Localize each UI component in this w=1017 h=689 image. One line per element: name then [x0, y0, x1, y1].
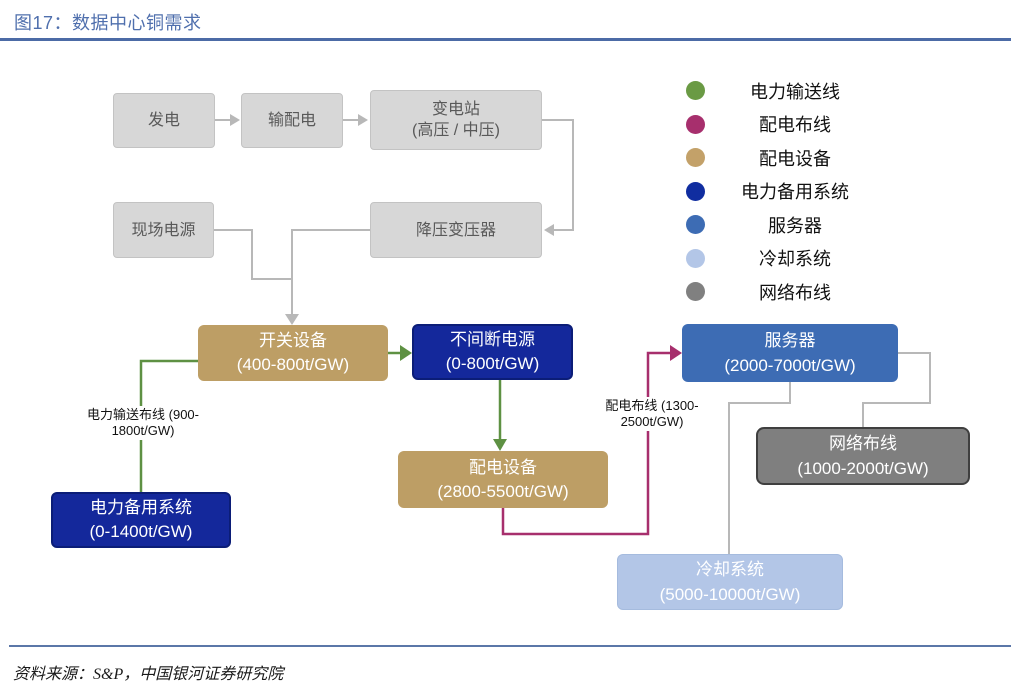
legend-item-power-transmission-line: 电力输送线 [686, 81, 881, 102]
node-network-cabling: 网络布线 (1000-2000t/GW) [756, 427, 970, 485]
node-distribution-equipment-label: 配电设备 [469, 457, 537, 477]
edge-server-to-network [862, 352, 931, 427]
legend-label: 网络布线 [759, 282, 831, 303]
edge-label-power-transmission-wiring-value: (900-1800t/GW) [111, 407, 199, 438]
node-network-cabling-label: 网络布线 [829, 434, 897, 453]
arrowhead-ups [400, 345, 412, 361]
node-transmission: 输配电 [241, 93, 343, 148]
legend-item-distribution-equipment: 配电设备 [686, 148, 881, 169]
node-onsite-power-label: 现场电源 [131, 221, 196, 239]
node-substation-label: 变电站 [431, 101, 480, 118]
legend-label: 配电布线 [759, 115, 831, 135]
edge-label-power-transmission-wiring-name: 电力输送布线 [87, 407, 166, 422]
legend-item-network-cabling: 网络布线 [686, 282, 881, 303]
node-switchgear: 开关设备 (400-800t/GW) [198, 325, 388, 381]
legend-item-backup-power: 电力备用系统 [686, 181, 881, 202]
arrowhead-server [670, 345, 682, 361]
node-stepdown-transformer: 降压变压器 [370, 202, 542, 258]
edge-label-power-transmission-wiring: 电力输送布线 (900-1800t/GW) [76, 406, 210, 440]
edge-label-distribution-wiring: 配电布线 (1300-2500t/GW) [583, 397, 721, 431]
legend-dot-magenta-icon [686, 114, 705, 134]
legend-dot-tan-icon [686, 148, 705, 167]
arrowhead-pdu [493, 439, 507, 451]
node-cooling-system-label: 冷却系统 [696, 560, 764, 579]
node-distribution-equipment-value: (2800-5500t/GW) [437, 481, 569, 501]
edge-switchgear-to-backup [139, 359, 198, 492]
node-generation-label: 发电 [147, 112, 180, 129]
node-switchgear-label: 开关设备 [259, 331, 327, 350]
legend-label: 配电设备 [759, 148, 831, 169]
node-backup-power-value: (0-1400t/GW) [89, 522, 193, 541]
legend-label: 电力输送线 [750, 81, 840, 102]
arrowhead-substation [358, 114, 368, 126]
source-note: 资料来源：S&P，中国银河证券研究院 [13, 666, 284, 683]
node-server-label: 服务器 [764, 331, 816, 350]
header-divider [0, 38, 1011, 41]
node-network-cabling-value: (1000-2000t/GW) [797, 459, 929, 478]
legend-dot-navy-icon [686, 181, 705, 201]
node-backup-power-label: 电力备用系统 [90, 498, 192, 517]
node-stepdown-transformer-label: 降压变压器 [415, 221, 496, 239]
legend-dot-gray-icon [686, 282, 705, 301]
legend: 电力输送线 配电布线 配电设备 电力备用系统 服务器 冷却系统 网络布线 [686, 81, 881, 303]
node-onsite-power: 现场电源 [113, 202, 214, 258]
edge-onsite-to-junction [214, 229, 292, 280]
legend-item-cooling-system: 冷却系统 [686, 248, 881, 269]
edge-substation-to-stepdown [533, 119, 574, 231]
node-generation: 发电 [113, 93, 215, 148]
node-server-value: (2000-7000t/GW) [724, 356, 856, 375]
node-server: 服务器 (2000-7000t/GW) [682, 324, 898, 382]
node-ups-label: 不间断电源 [450, 330, 535, 349]
legend-label: 服务器 [768, 215, 822, 236]
node-ups-value: (0-800t/GW) [445, 354, 540, 373]
edge-label-distribution-wiring-value: (1300-2500t/GW) [620, 398, 699, 429]
legend-dot-blue-icon [686, 215, 705, 234]
node-cooling-system-value: (5000-10000t/GW) [659, 585, 801, 604]
edge-stepdown-to-switchgear [291, 229, 370, 315]
legend-dot-green-icon [686, 81, 705, 100]
arrowhead-switchgear [285, 314, 299, 325]
arrowhead-transmission [230, 114, 240, 126]
edge-label-distribution-wiring-name: 配电布线 [605, 398, 658, 413]
legend-label: 电力备用系统 [741, 182, 849, 202]
legend-label: 冷却系统 [759, 249, 831, 269]
node-distribution-equipment: 配电设备 (2800-5500t/GW) [398, 451, 608, 508]
figure-title: 图17：数据中心铜需求 [14, 13, 202, 33]
legend-item-distribution-wiring: 配电布线 [686, 114, 881, 135]
edge-server-to-cooling [728, 382, 791, 554]
node-transmission-label: 输配电 [267, 112, 316, 129]
legend-dot-lightblue-icon [686, 248, 705, 268]
node-substation: 变电站 (高压 / 中压) [370, 90, 542, 150]
node-switchgear-value: (400-800t/GW) [236, 355, 350, 374]
node-ups: 不间断电源 (0-800t/GW) [412, 324, 573, 380]
node-backup-power: 电力备用系统 (0-1400t/GW) [51, 492, 231, 548]
node-substation-sublabel: (高压 / 中压) [412, 122, 500, 139]
edge-pdu-to-server [501, 351, 671, 536]
arrowhead-stepdown [544, 224, 554, 236]
footer-divider [9, 645, 1011, 647]
node-cooling-system: 冷却系统 (5000-10000t/GW) [617, 554, 843, 610]
legend-item-server: 服务器 [686, 215, 881, 236]
